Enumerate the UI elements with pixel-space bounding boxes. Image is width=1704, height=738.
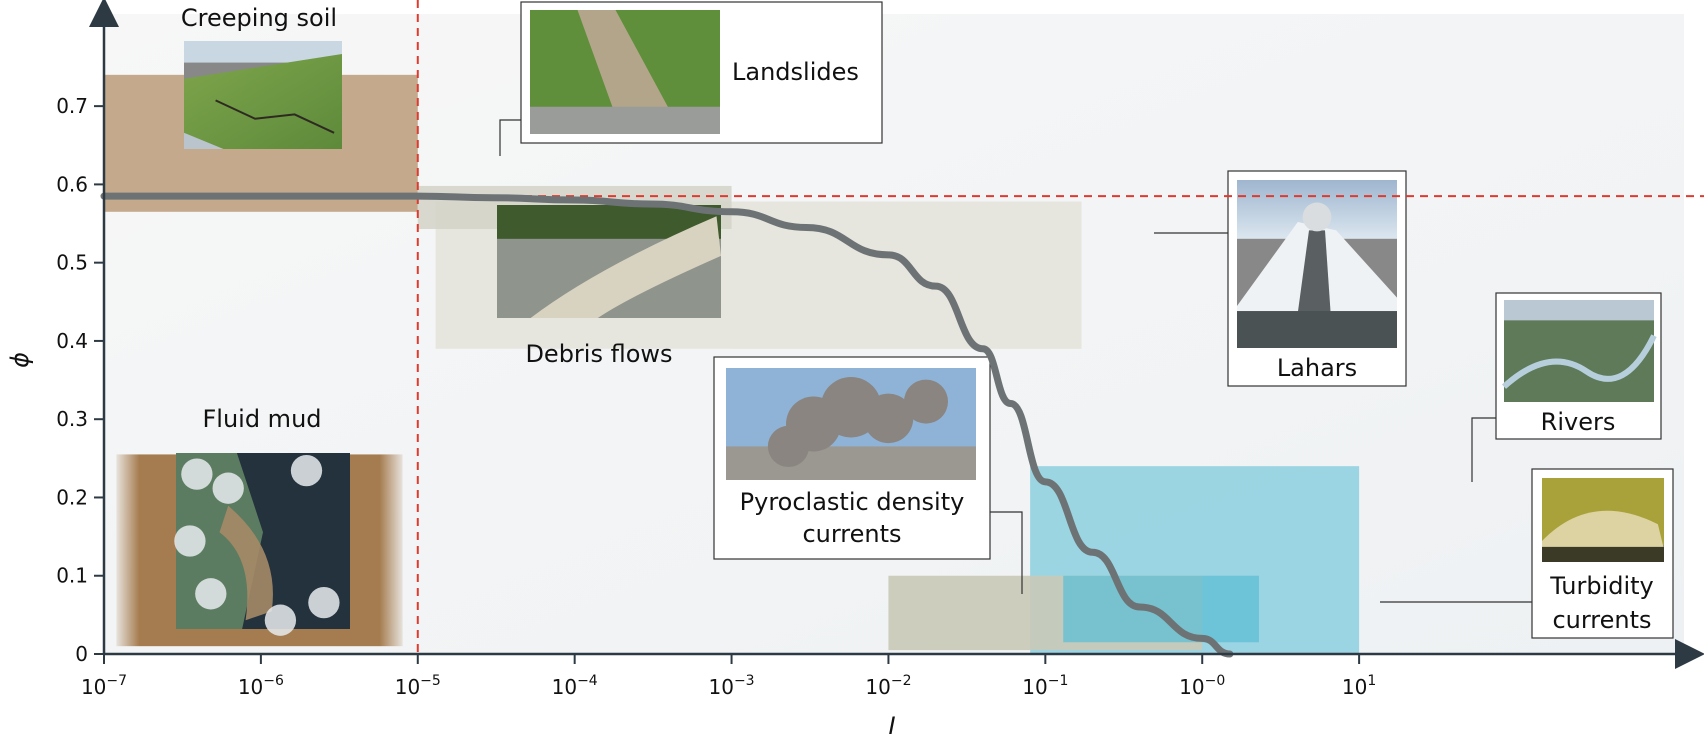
photo-ash bbox=[863, 393, 914, 444]
label-landslides: Landslides bbox=[732, 58, 859, 86]
leader-line bbox=[499, 119, 521, 156]
leader-line bbox=[990, 511, 1023, 594]
photo-valley bbox=[1237, 311, 1397, 348]
x-tick-label: 10−1 bbox=[1022, 673, 1068, 699]
curve-layer bbox=[100, 192, 1234, 658]
label-pyroclastic-1: Pyroclastic density bbox=[740, 488, 965, 516]
photo-scar bbox=[577, 10, 673, 116]
label-rivers: Rivers bbox=[1541, 408, 1616, 436]
axes: 10−7 10−6 10−5 10−4 10−3 10−2 10−1 10−0 101 0 0.1 0… bbox=[6, 0, 1704, 738]
photo-cloud bbox=[308, 586, 340, 619]
photo-land bbox=[1504, 320, 1654, 402]
photo-current bbox=[1542, 510, 1664, 550]
photo-houses bbox=[530, 106, 720, 134]
photo-debris bbox=[530, 216, 721, 318]
y-tick-label: 0.2 bbox=[56, 485, 88, 509]
label-creeping-soil: Creeping soil bbox=[181, 4, 337, 32]
photo-plume bbox=[219, 505, 273, 621]
x-tick-label: 10−5 bbox=[395, 673, 441, 699]
y-tick-label: 0.7 bbox=[56, 94, 88, 118]
region-turbidity bbox=[1063, 575, 1259, 643]
y-tick-label: 0.3 bbox=[56, 407, 88, 431]
x-tick-label: 101 bbox=[1342, 673, 1376, 699]
photo-sky bbox=[1504, 300, 1654, 321]
phi-curve bbox=[100, 192, 1234, 658]
callout-lahars: Lahars bbox=[1154, 170, 1407, 387]
photo-fluid-mud bbox=[174, 453, 350, 636]
photo-land bbox=[176, 453, 263, 629]
label-debris-flows: Debris flows bbox=[525, 340, 672, 368]
callout-landslides: Landslides bbox=[499, 1, 883, 156]
x-tick-label: 10−7 bbox=[81, 673, 127, 699]
photo-road bbox=[184, 132, 224, 149]
x-tick-label: 10−0 bbox=[1179, 673, 1225, 699]
callout-rivers: Rivers bbox=[1471, 292, 1662, 482]
label-fluid-mud: Fluid mud bbox=[202, 405, 321, 433]
photo-bed bbox=[1542, 546, 1664, 562]
x-tick-label: 10−3 bbox=[709, 673, 755, 699]
photo-cloud bbox=[195, 578, 227, 610]
x-tick-label: 10−4 bbox=[552, 673, 598, 699]
y-tick-label: 0.6 bbox=[56, 172, 88, 196]
photo-grass bbox=[184, 53, 342, 149]
label-turbidity-1: Turbidity bbox=[1549, 572, 1654, 600]
photo-cloud bbox=[212, 472, 244, 504]
photo-river bbox=[1501, 334, 1657, 389]
photo-cloud bbox=[264, 604, 297, 636]
y-tick-label: 0.1 bbox=[56, 564, 88, 588]
y-tick-label: 0.4 bbox=[56, 329, 88, 353]
photo-debris-flows bbox=[497, 205, 721, 318]
photo-ash bbox=[904, 379, 948, 424]
y-tick-label: 0.5 bbox=[56, 251, 88, 275]
label-pyroclastic-2: currents bbox=[802, 520, 901, 548]
x-tick-label: 10−6 bbox=[238, 673, 284, 699]
x-tick-label: 10−2 bbox=[865, 673, 911, 699]
photo-ground bbox=[726, 446, 976, 480]
photo-plume bbox=[1302, 202, 1332, 232]
photo-cloud bbox=[290, 454, 323, 487]
y-axis-label: ϕ bbox=[6, 352, 34, 368]
photo-crack bbox=[215, 99, 335, 134]
callout-pyroclastic: Pyroclastic density currents bbox=[713, 356, 1023, 594]
leader-line bbox=[1471, 417, 1496, 482]
callout-turbidity: Turbidity currents bbox=[1380, 468, 1674, 639]
photo-creeping-soil bbox=[184, 41, 342, 149]
y-tick-label: 0 bbox=[75, 642, 88, 666]
photo-ash bbox=[767, 425, 810, 468]
label-lahars: Lahars bbox=[1277, 354, 1357, 382]
photo-cloud bbox=[174, 525, 206, 557]
label-turbidity-2: currents bbox=[1552, 606, 1651, 634]
photo-cloud bbox=[181, 458, 213, 490]
x-axis-label: I bbox=[888, 712, 895, 738]
photo-sky bbox=[184, 41, 342, 63]
